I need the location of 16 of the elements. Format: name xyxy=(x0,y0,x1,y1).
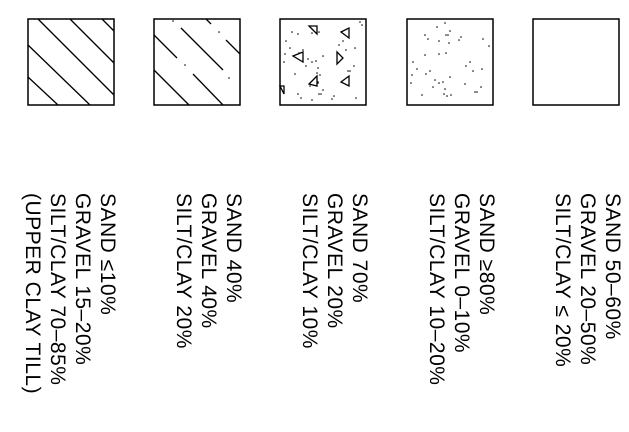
legend-text: SAND 70% xyxy=(347,193,372,306)
legend-text: GRAVEL 0–10% xyxy=(449,193,474,356)
legend-text: SILT/CLAY 10% xyxy=(297,193,322,349)
legend-text: GRAVEL 15–20% xyxy=(70,193,95,368)
legend-text: SAND 40% xyxy=(221,193,246,306)
legend-text: GRAVEL 20% xyxy=(322,193,347,331)
legend-text: SILT/CLAY 10–20% xyxy=(424,193,449,386)
legend-text: SAND ≤10% xyxy=(95,193,120,318)
legend-text: SAND 50–60% xyxy=(600,193,625,342)
legend-text: SILT/CLAY 70–85% xyxy=(45,193,70,388)
legend-text: SAND ≥80% xyxy=(474,193,499,318)
legend-text: SILT/CLAY ≤ 20% xyxy=(550,193,575,368)
legend-text: GRAVEL 20–50% xyxy=(575,193,600,368)
legend-text: (UPPER CLAY TILL) xyxy=(20,193,45,394)
legend-text: SILT/CLAY 20% xyxy=(171,193,196,349)
legend-text: GRAVEL 40% xyxy=(196,193,221,331)
